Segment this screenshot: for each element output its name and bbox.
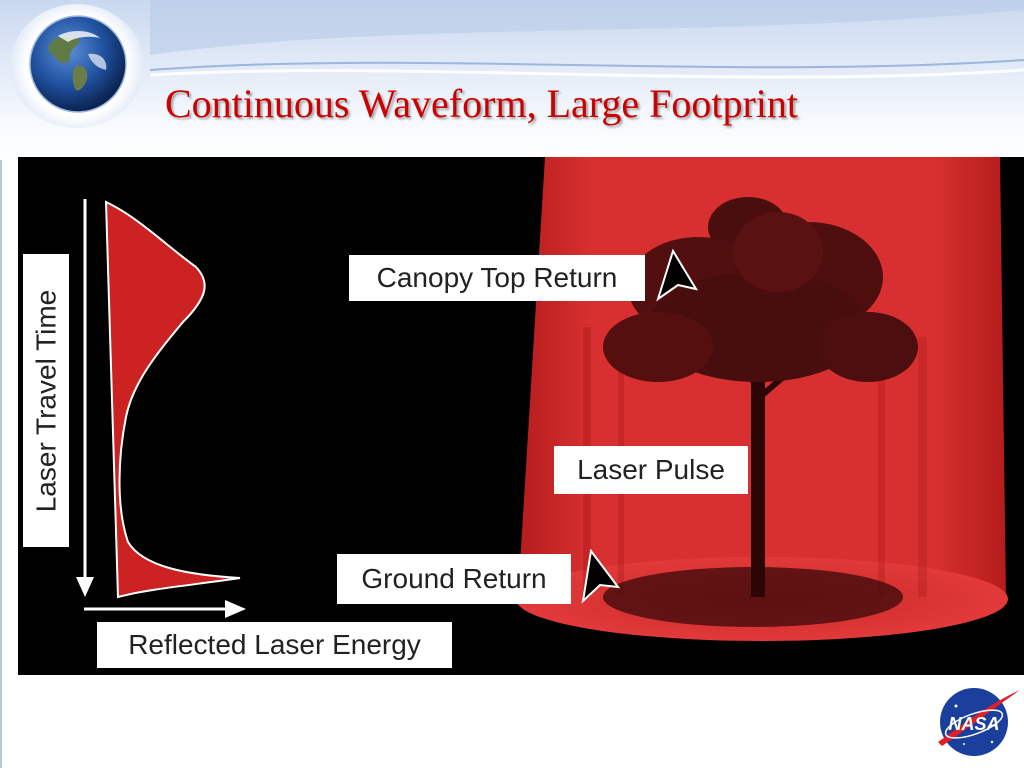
ground-return-label: Ground Return [337, 554, 571, 604]
ground-pointer-icon [581, 548, 621, 604]
header-swoosh [149, 0, 1024, 79]
diagram-panel: Canopy Top Return Laser Pulse Ground Ret… [18, 157, 1024, 675]
laser-travel-time-text: Laser Travel Time [30, 289, 61, 512]
nasa-logo-text: NASA [948, 714, 999, 734]
tree-illustration [603, 197, 918, 627]
slide-title: Continuous Waveform, Large Footprint [165, 81, 799, 126]
earth-globe-icon [29, 15, 127, 113]
left-rule [0, 160, 2, 768]
return-waveform [104, 200, 241, 599]
time-axis-arrow [76, 199, 94, 597]
canopy-pointer-icon [656, 248, 699, 302]
slide-header: Continuous Waveform, Large Footprint [0, 0, 1024, 160]
canopy-top-return-label: Canopy Top Return [349, 255, 645, 301]
energy-axis-arrow [84, 600, 246, 618]
nasa-logo: NASA [938, 688, 1020, 756]
laser-pulse-label: Laser Pulse [554, 446, 748, 494]
reflected-laser-energy-label: Reflected Laser Energy [97, 622, 452, 668]
laser-travel-time-label: Laser Travel Time [23, 254, 69, 547]
